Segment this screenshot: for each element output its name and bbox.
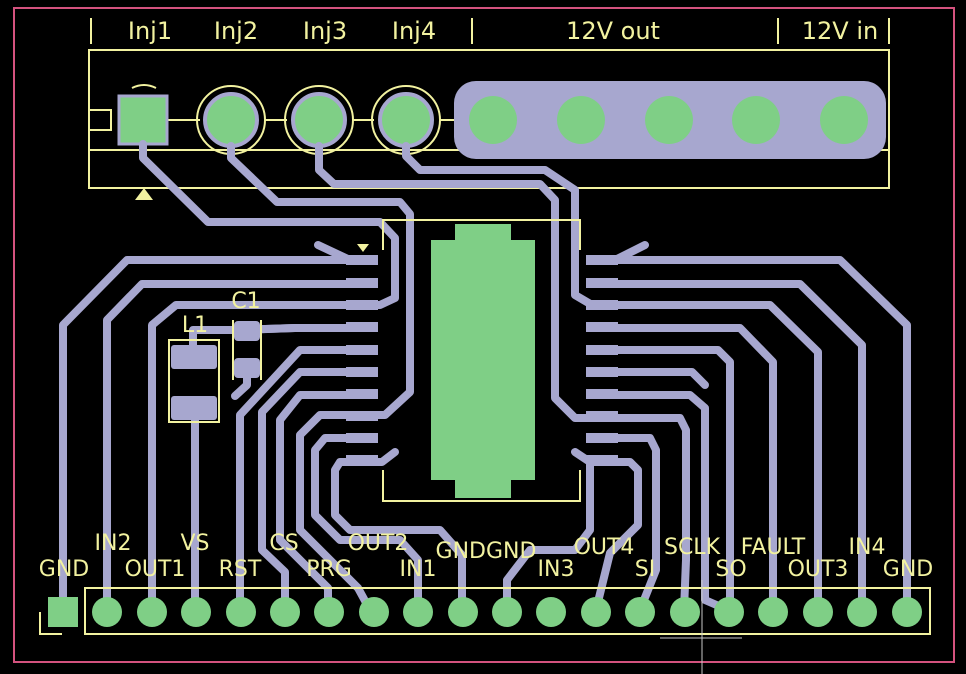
inductor-l1: L1: [168, 313, 220, 423]
label-out1: OUT1: [125, 557, 186, 582]
label-inj1: Inj1: [128, 17, 172, 45]
label-12v-in: 12V in: [802, 17, 878, 45]
ic-pads-right: [586, 255, 618, 465]
label-inj4: Inj4: [392, 17, 436, 45]
ic-thermal-pad: [431, 224, 535, 498]
ic-outline: [382, 219, 581, 502]
label-in3: IN3: [538, 557, 575, 582]
label-c1: C1: [231, 289, 260, 314]
label-si: SI: [635, 557, 655, 582]
pin1-marker: [135, 188, 153, 200]
label-in4: IN4: [849, 535, 886, 560]
label-inj2: Inj2: [214, 17, 258, 45]
traces: [59, 140, 911, 614]
bottom-header-outline: [39, 587, 931, 635]
label-12v-out: 12V out: [566, 17, 660, 45]
ic-pin1-marker: [357, 244, 369, 252]
label-vs: VS: [180, 531, 209, 556]
label-so: SO: [715, 557, 746, 582]
label-gnd-left: GND: [39, 557, 89, 582]
bottom-header-labels-top: IN2 VS CS OUT2 GNDGND OUT4 SCLK FAULT IN…: [95, 531, 886, 564]
bottom-header-pads: [48, 597, 922, 627]
label-fault: FAULT: [741, 535, 806, 560]
label-rst: RST: [219, 557, 262, 582]
label-out4: OUT4: [574, 535, 635, 560]
label-gnd-right: GND: [883, 557, 933, 582]
capacitor-c1: C1: [231, 289, 262, 380]
label-inj3: Inj3: [303, 17, 347, 45]
label-out2: OUT2: [348, 531, 409, 556]
label-prg: PRG: [306, 557, 352, 582]
bottom-header-labels-bottom: GND OUT1 RST PRG IN1 IN3 SI SO OUT3 GND: [39, 557, 933, 582]
label-out3: OUT3: [788, 557, 849, 582]
label-gndgnd: GNDGND: [436, 539, 537, 564]
top-connector-labels: Inj1 Inj2 Inj3 Inj4 12V out 12V in: [128, 17, 878, 45]
top-connector-pads: [117, 92, 868, 148]
label-cs: CS: [269, 531, 298, 556]
label-in2: IN2: [95, 531, 132, 556]
label-l1: L1: [182, 313, 208, 338]
label-sclk: SCLK: [664, 535, 721, 560]
ic-pads-left: [346, 255, 378, 465]
board-edge: [13, 7, 955, 663]
label-in1: IN1: [400, 557, 437, 582]
